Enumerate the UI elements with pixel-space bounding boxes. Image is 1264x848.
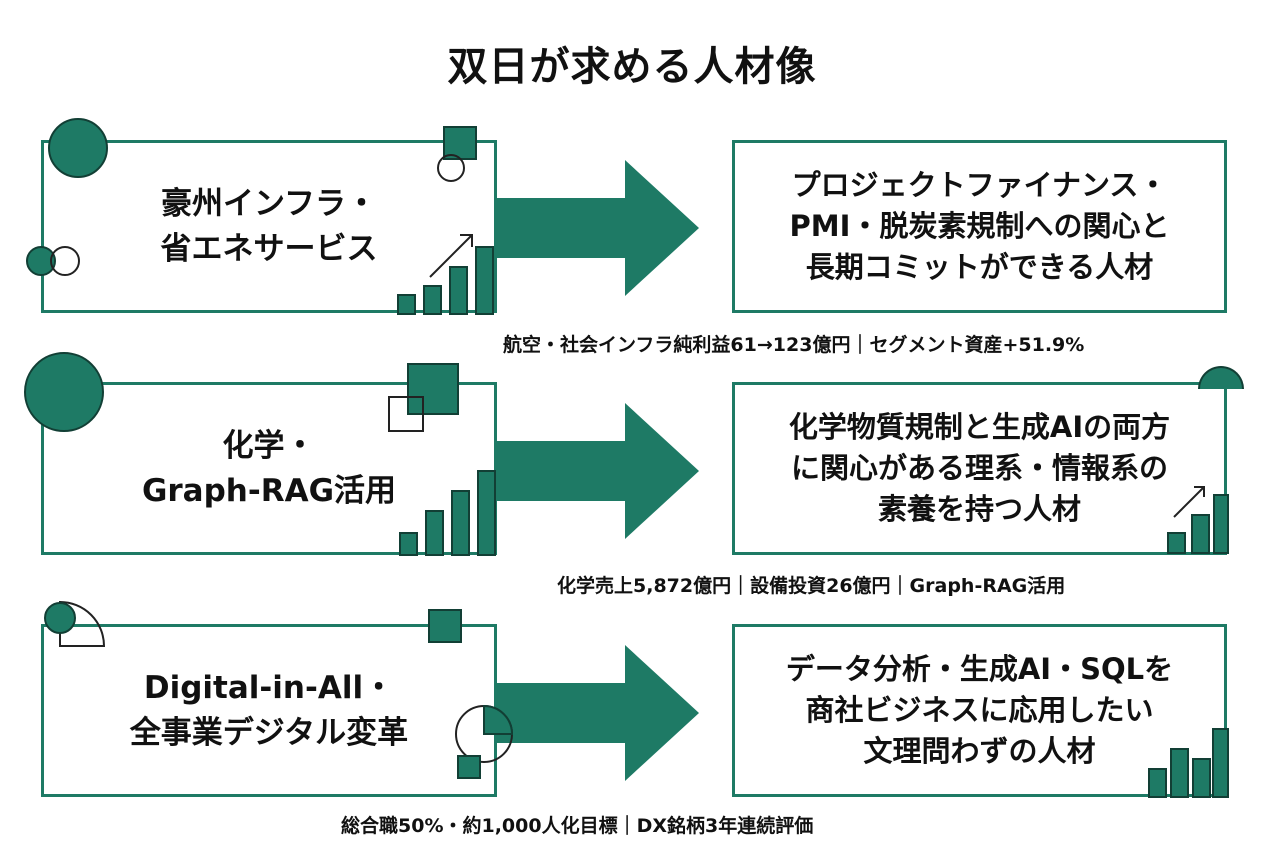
bar-chart-icon: [1148, 728, 1229, 798]
square-outline-decoration-icon: [388, 396, 424, 432]
row1-right-label: プロジェクトファイナンス・ PMI・脱炭素規制への関心と 長期コミットができる人…: [789, 167, 1170, 285]
growth-bar-chart-icon: [1167, 486, 1229, 554]
circle-decoration-icon: [48, 118, 108, 178]
right-arrow-icon: [497, 160, 699, 296]
row1-caption: 航空・社会インフラ純利益61→123億円｜セグメント資産+51.9%: [503, 334, 1085, 356]
circle-decoration-icon: [24, 352, 104, 432]
square-decoration-icon: [428, 609, 462, 643]
row1-left-label: 豪州インフラ・ 省エネサービス: [160, 186, 378, 267]
row2-caption: 化学売上5,872億円｜設備投資26億円｜Graph-RAG活用: [557, 575, 1066, 597]
row3-right-label: データ分析・生成AI・SQLを 商社ビジネスに応用したい 文理問わずの人材: [785, 651, 1174, 769]
quarter-circle-decoration-icon: [44, 600, 106, 647]
row2-right-label: 化学物質規制と生成AIの両方 に関心がある理系・情報系の 素養を持つ人材: [788, 409, 1171, 527]
row3-left-label: Digital-in-All・ 全事業デジタル変革: [129, 670, 409, 751]
square-decoration-icon: [407, 363, 459, 415]
page-title: 双日が求める人材像: [447, 44, 817, 90]
row1-right-box: プロジェクトファイナンス・ PMI・脱炭素規制への関心と 長期コミットができる人…: [732, 140, 1227, 313]
right-arrow-icon: [497, 645, 699, 781]
circle-outline-decoration-icon: [437, 154, 465, 182]
row2-right-box: 化学物質規制と生成AIの両方 に関心がある理系・情報系の 素養を持つ人材: [732, 382, 1229, 555]
row3-caption: 総合職50%・約1,000人化目標｜DX銘柄3年連続評価: [341, 815, 814, 837]
circle-outline-decoration-icon: [50, 246, 80, 276]
half-circle-decoration-icon: [1198, 366, 1244, 389]
right-arrow-icon: [497, 403, 699, 539]
pie-circle-decoration-icon: [455, 704, 514, 779]
row3-right-box: データ分析・生成AI・SQLを 商社ビジネスに応用したい 文理問わずの人材: [732, 624, 1229, 798]
growth-bar-chart-icon: [397, 234, 494, 315]
row1-left-box: 豪州インフラ・ 省エネサービス: [41, 140, 497, 315]
bar-chart-icon: [399, 470, 496, 556]
row3-left-box: Digital-in-All・ 全事業デジタル変革: [41, 624, 497, 797]
row2-left-label: 化学・ Graph-RAG活用: [141, 428, 397, 509]
